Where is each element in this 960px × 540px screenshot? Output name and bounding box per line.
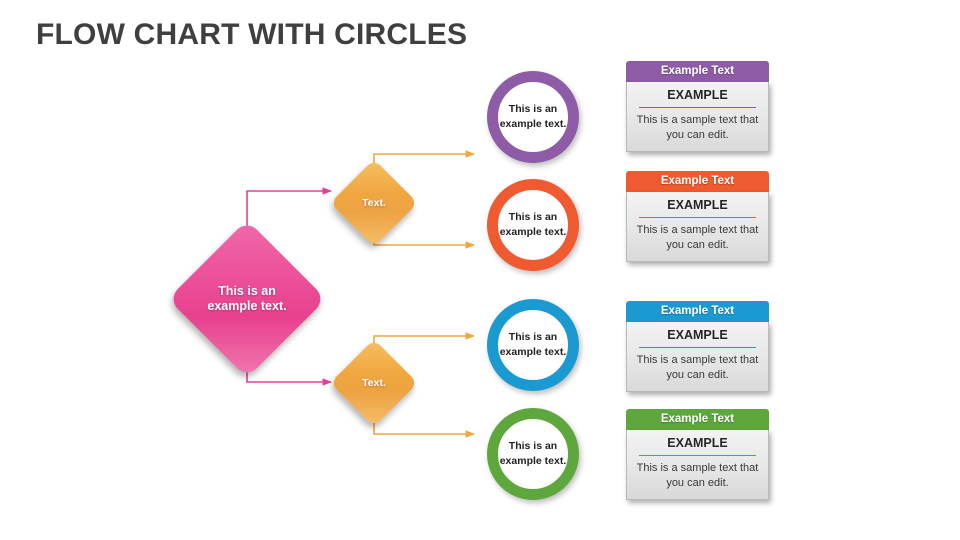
info-card-4-header: Example Text	[626, 409, 769, 430]
info-card-4-heading: EXAMPLE	[667, 436, 728, 450]
branch-diamond-2-face	[330, 339, 418, 427]
branch-diamond-1-face	[330, 159, 418, 247]
info-card-3-heading: EXAMPLE	[667, 328, 728, 342]
connector-branch2-to-circle-4	[373, 414, 475, 438]
info-card-1-accent-rule	[639, 107, 756, 108]
info-card-2-body: EXAMPLE This is a sample text that you c…	[626, 192, 769, 263]
circle-node-3-label: This is an example text.	[499, 331, 567, 358]
info-card-2[interactable]: Example Text EXAMPLE This is a sample te…	[626, 171, 769, 263]
info-card-1[interactable]: Example Text EXAMPLE This is a sample te…	[626, 61, 769, 153]
connector-branch1-to-circle-1	[373, 150, 475, 172]
page-title: FLOW CHART WITH CIRCLES	[36, 18, 468, 51]
info-card-3-accent-rule	[639, 347, 756, 348]
info-card-2-description: This is a sample text that you can edit.	[636, 224, 759, 251]
root-diamond-node[interactable]: This is an example text.	[167, 219, 327, 379]
circle-node-2-label: This is an example text.	[499, 211, 567, 238]
info-card-3-body: EXAMPLE This is a sample text that you c…	[626, 322, 769, 393]
circle-node-4[interactable]: This is an example text.	[487, 408, 579, 500]
info-card-2-accent-rule	[639, 217, 756, 218]
circle-node-2[interactable]: This is an example text.	[487, 179, 579, 271]
root-diamond-face	[167, 219, 327, 379]
info-card-3[interactable]: Example Text EXAMPLE This is a sample te…	[626, 301, 769, 393]
circle-node-1-label: This is an example text.	[499, 103, 567, 130]
info-card-3-header: Example Text	[626, 301, 769, 322]
info-card-2-heading: EXAMPLE	[667, 198, 728, 212]
info-card-1-header: Example Text	[626, 61, 769, 82]
info-card-1-description: This is a sample text that you can edit.	[636, 114, 759, 141]
info-card-4[interactable]: Example Text EXAMPLE This is a sample te…	[626, 409, 769, 501]
connector-branch1-to-circle-2	[373, 234, 475, 249]
info-card-4-accent-rule	[639, 455, 756, 456]
branch-diamond-2[interactable]: Text.	[330, 339, 418, 427]
info-card-4-description: This is a sample text that you can edit.	[636, 462, 759, 489]
info-card-1-heading: EXAMPLE	[667, 88, 728, 102]
info-card-3-description: This is a sample text that you can edit.	[636, 354, 759, 381]
branch-diamond-1[interactable]: Text.	[330, 159, 418, 247]
info-card-1-body: EXAMPLE This is a sample text that you c…	[626, 82, 769, 153]
connector-branch2-to-circle-3	[373, 332, 475, 352]
circle-node-3[interactable]: This is an example text.	[487, 299, 579, 391]
circle-node-4-label: This is an example text.	[499, 440, 567, 467]
info-card-2-header: Example Text	[626, 171, 769, 192]
info-card-4-body: EXAMPLE This is a sample text that you c…	[626, 430, 769, 501]
circle-node-1[interactable]: This is an example text.	[487, 71, 579, 163]
